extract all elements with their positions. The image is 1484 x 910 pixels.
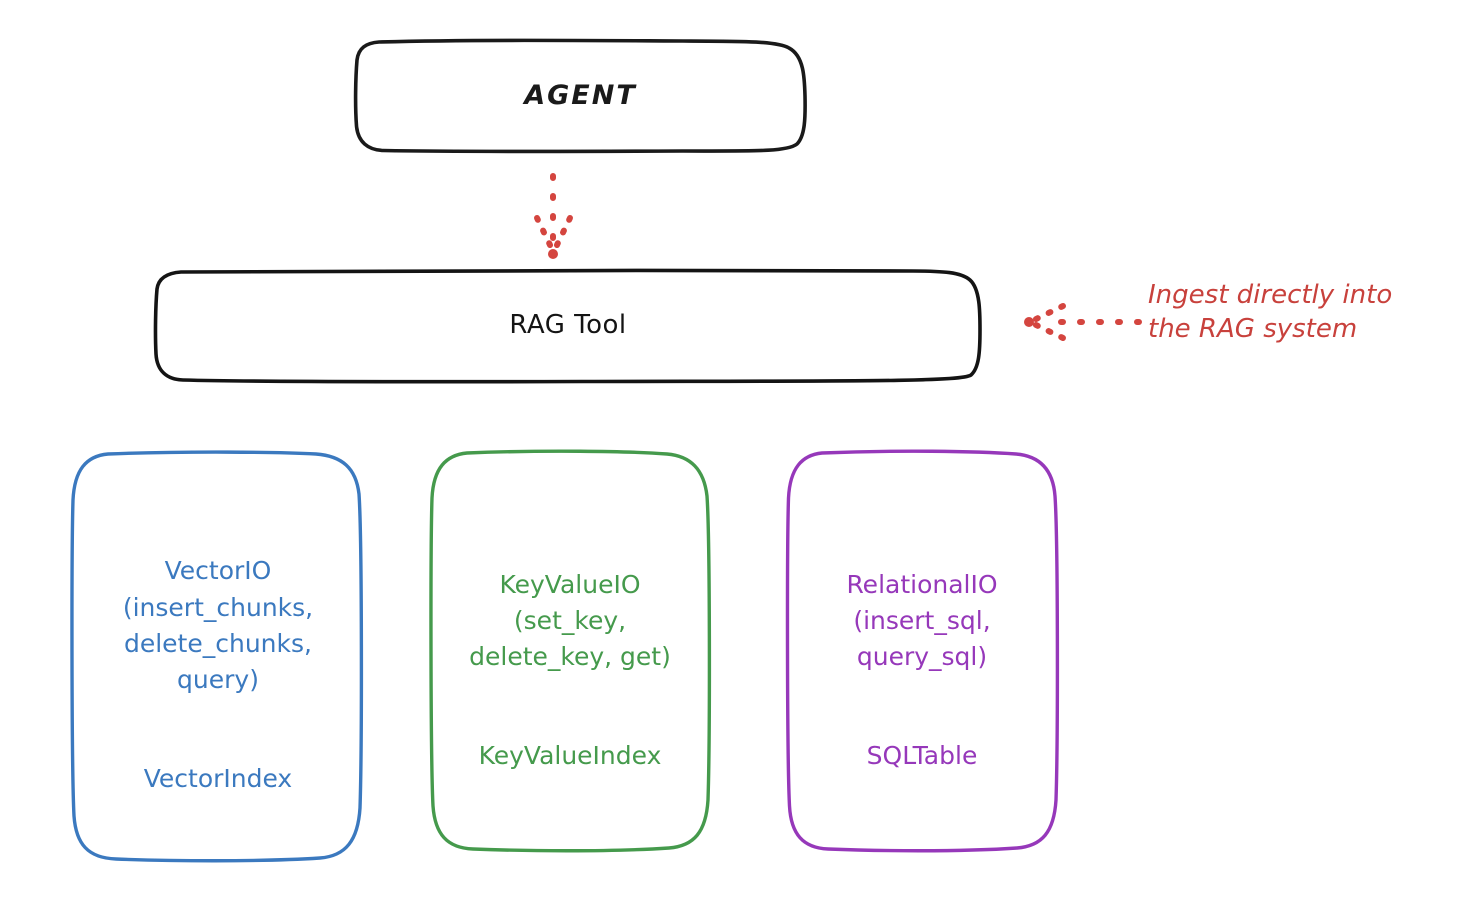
vector-io-node[interactable]: VectorIO (insert_chunks, delete_chunks, … (68, 448, 368, 866)
key-value-io-node-label: KeyValueIO (set_key, delete_key, get) Ke… (469, 530, 671, 774)
rag-tool-node[interactable]: RAG Tool (153, 268, 983, 384)
relational-io-node[interactable]: RelationalIO (insert_sql, query_sql) SQL… (784, 448, 1060, 856)
ingest-arrow (1024, 303, 1142, 341)
agent-to-rag-tool-arrow (534, 173, 573, 259)
ingest-annotation: Ingest directly into the RAG system (1148, 280, 1393, 345)
vector-io-label-spacer (123, 698, 313, 724)
key-value-io-node[interactable]: KeyValueIO (set_key, delete_key, get) Ke… (427, 448, 713, 856)
key-value-io-label-spacer (469, 675, 671, 701)
relational-io-index-label: SQLTable (866, 740, 978, 770)
rag-tool-node-label: RAG Tool (509, 310, 627, 341)
vector-io-index-label: VectorIndex (143, 763, 293, 793)
relational-io-node-label: RelationalIO (insert_sql, query_sql) SQL… (846, 530, 997, 774)
vector-io-api-label: VectorIO (insert_chunks, delete_chunks, … (122, 556, 314, 695)
agent-node[interactable]: AGENT (353, 38, 808, 154)
agent-node-label: AGENT (524, 79, 637, 111)
key-value-io-api-label: KeyValueIO (set_key, delete_key, get) (469, 569, 671, 672)
relational-io-api-label: RelationalIO (insert_sql, query_sql) (846, 569, 998, 672)
relational-io-label-spacer (846, 675, 997, 701)
key-value-io-index-label: KeyValueIndex (478, 740, 662, 770)
vector-io-node-label: VectorIO (insert_chunks, delete_chunks, … (123, 517, 313, 797)
